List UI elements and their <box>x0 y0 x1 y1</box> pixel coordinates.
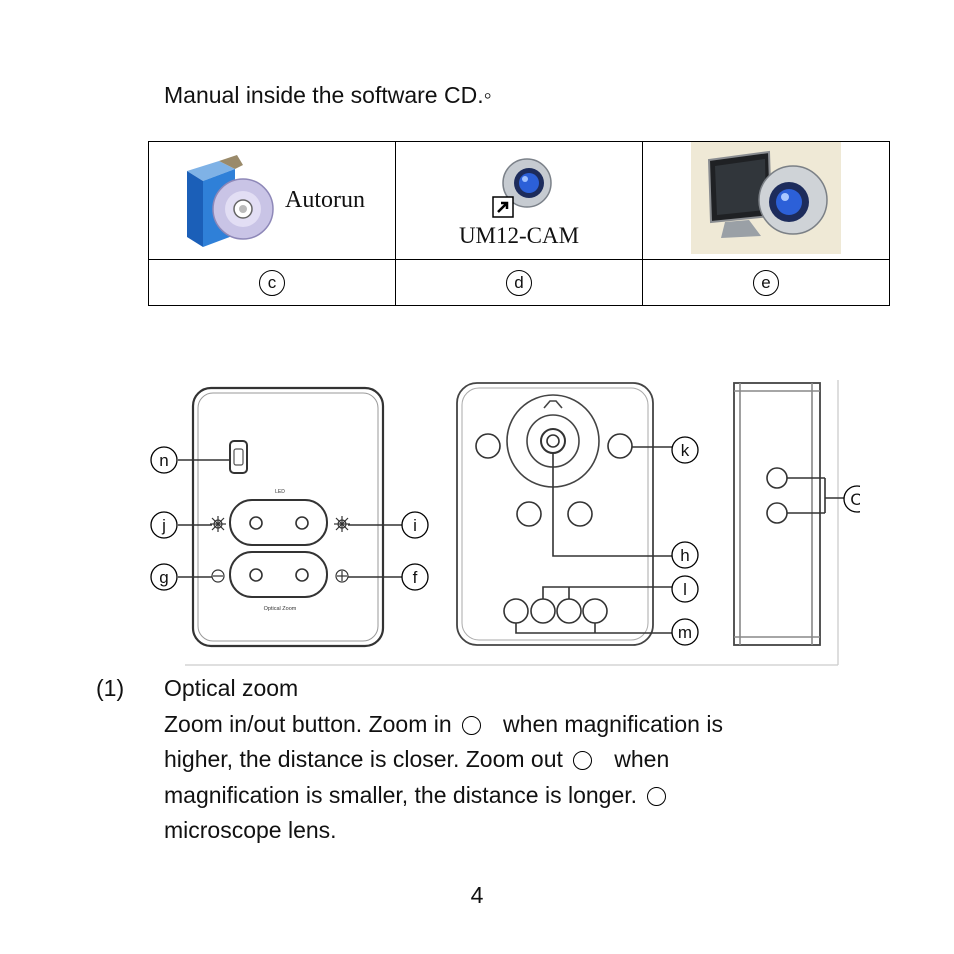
section-heading: Optical zoom <box>164 675 299 701</box>
callout-o: O <box>843 485 860 513</box>
zoom-out-ring-icon <box>573 751 593 770</box>
monitor-webcam-cell <box>642 141 890 260</box>
um12-cam-cell: UM12-CAM <box>395 141 643 260</box>
webcam-shortcut-icon <box>492 157 552 218</box>
callout-l: l <box>671 575 699 603</box>
callout-k: k <box>671 436 699 464</box>
monitor-webcam-icon <box>691 142 841 254</box>
autorun-caption: Autorun <box>285 187 365 213</box>
microscope-lens <box>540 428 566 454</box>
svg-text:g: g <box>159 568 168 587</box>
lens-ring-icon <box>647 786 667 806</box>
callout-f: f <box>401 563 429 591</box>
callout-m: m <box>671 618 699 646</box>
svg-text:i: i <box>413 516 417 535</box>
microscope-diagram: LED Optical Zoom <box>150 380 860 666</box>
optical-zoom-label: Optical Zoom <box>264 606 297 612</box>
software-cd-box-icon <box>187 154 274 247</box>
autorun-cell: Autorun <box>148 141 396 260</box>
callout-g: g <box>150 563 178 591</box>
desc-line-4: microscope lens. <box>164 817 337 843</box>
label-cell-c: c <box>148 259 396 306</box>
svg-text:k: k <box>681 441 690 460</box>
callout-e: e <box>753 269 779 296</box>
label-cell-d: d <box>395 259 643 306</box>
um12-cam-caption: UM12-CAM <box>458 222 580 248</box>
section-number: (1) <box>96 675 125 701</box>
desc-line-3: magnification is smaller, the distance i… <box>164 778 864 814</box>
control-panel-view: LED Optical Zoom <box>178 386 402 648</box>
callout-n: n <box>150 446 178 474</box>
side-port-upper <box>766 467 788 489</box>
page-number: 4 <box>470 882 484 908</box>
led-label: LED <box>275 489 285 495</box>
desc-line-1: Zoom in/out button. Zoom in when magnifi… <box>164 710 723 737</box>
svg-text:f: f <box>413 568 418 587</box>
front-view <box>456 382 672 646</box>
svg-text:O: O <box>850 490 860 509</box>
desc-line-2: higher, the distance is closer. Zoom out… <box>164 746 670 772</box>
zoom-out-icon <box>211 569 225 583</box>
callout-j: j <box>150 511 178 539</box>
svg-text:h: h <box>680 546 689 565</box>
callout-d: d <box>506 269 532 296</box>
svg-text:j: j <box>161 516 166 535</box>
svg-text:n: n <box>159 451 168 470</box>
callout-i: i <box>401 511 429 539</box>
led-light <box>607 433 633 459</box>
software-icons-table: Autorun UM12-CAM <box>148 141 890 306</box>
callout-c: c <box>259 269 285 296</box>
svg-text:m: m <box>678 623 692 642</box>
led-button-pill <box>229 499 328 546</box>
svg-text:l: l <box>683 580 687 599</box>
zoom-in-icon <box>335 569 349 583</box>
intro-text: Manual inside the software CD.◦ <box>164 82 492 108</box>
usb-port <box>229 440 248 474</box>
zoom-button-pill <box>229 551 328 598</box>
led-bright-icon <box>334 516 350 532</box>
side-port-lower <box>766 502 788 524</box>
callout-h: h <box>671 541 699 569</box>
zoom-in-ring-icon <box>462 715 482 735</box>
led-dim-icon <box>210 516 226 532</box>
side-view <box>733 382 845 646</box>
label-cell-e: e <box>642 259 890 306</box>
